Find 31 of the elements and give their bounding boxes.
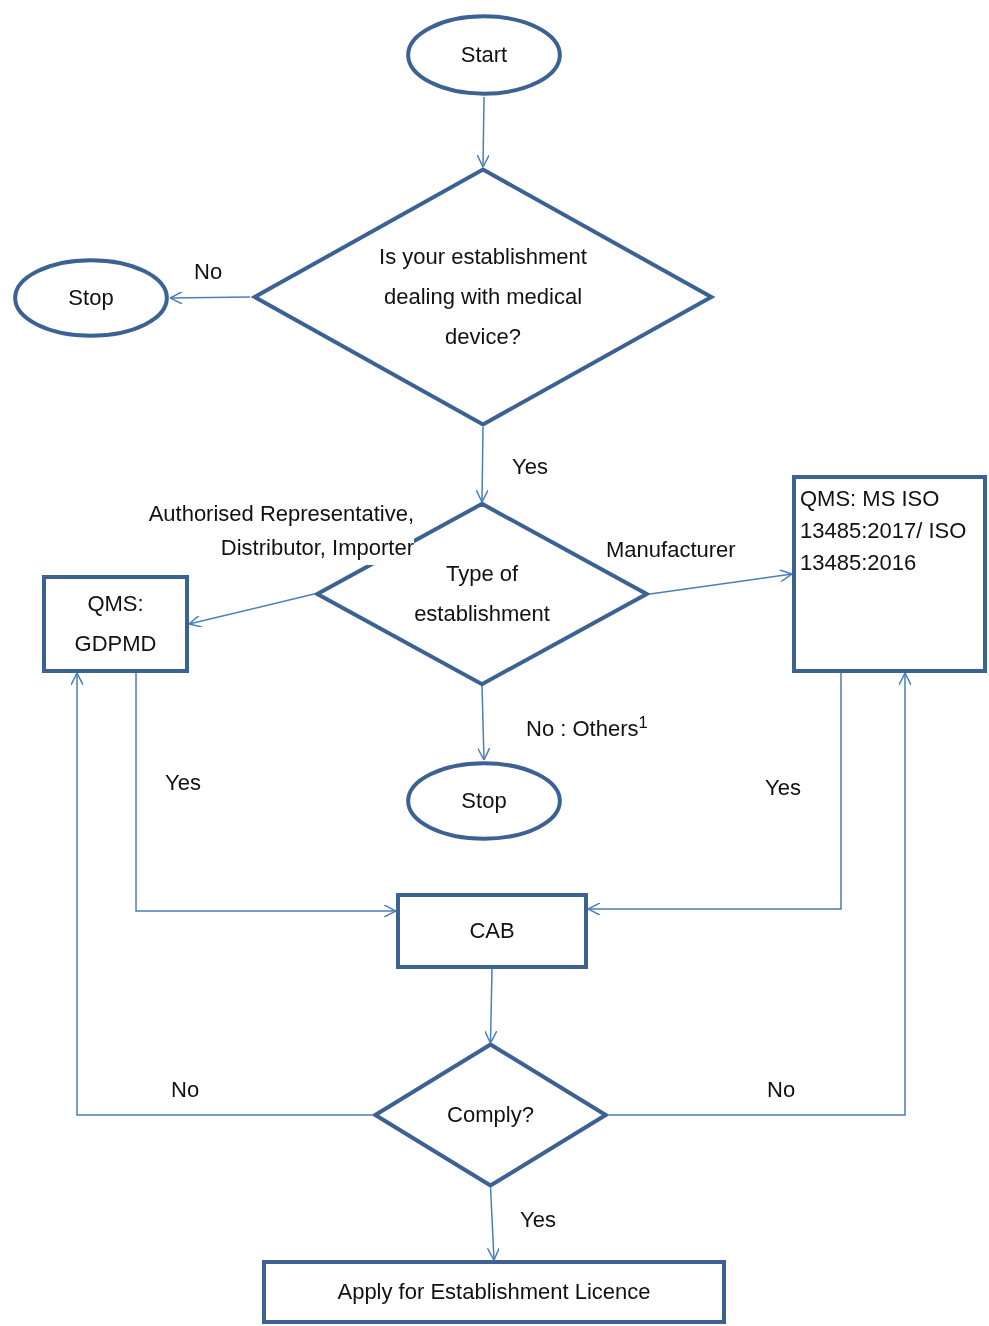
arrow bbox=[476, 685, 491, 761]
arrow bbox=[475, 426, 489, 503]
node-text: Stop bbox=[68, 284, 114, 312]
arrow bbox=[476, 96, 490, 168]
arrow bbox=[649, 569, 793, 595]
node-text: QMS: GDPMD bbox=[73, 590, 158, 658]
terminal-ellipse bbox=[405, 760, 563, 842]
arrow bbox=[70, 672, 374, 1116]
process-box bbox=[42, 575, 189, 673]
node-text: Comply? bbox=[446, 1101, 535, 1129]
terminal-ellipse bbox=[12, 257, 170, 339]
arrow bbox=[169, 291, 251, 305]
decision-diamond bbox=[373, 1043, 608, 1187]
terminal-ellipse bbox=[405, 13, 563, 97]
node-text: CAB bbox=[469, 917, 515, 945]
node-text: Apply for Establishment Licence bbox=[337, 1278, 651, 1306]
process-box bbox=[792, 475, 987, 673]
arrow bbox=[188, 593, 315, 628]
node-text: Is your establishment dealing with medical device? bbox=[378, 243, 588, 351]
decision-diamond bbox=[250, 167, 716, 427]
arrow bbox=[587, 672, 842, 916]
process-box bbox=[396, 893, 588, 969]
node-text: Stop bbox=[461, 787, 507, 815]
arrow bbox=[135, 672, 397, 918]
process-box bbox=[262, 1260, 726, 1324]
node-text: QMS: MS ISO 13485:2017/ ISO 13485:2016 bbox=[800, 485, 968, 577]
arrow bbox=[607, 672, 912, 1116]
arrow bbox=[484, 968, 498, 1044]
node-text: Start bbox=[460, 41, 508, 69]
arrow bbox=[486, 1186, 501, 1261]
node-text: Type of establishment bbox=[413, 560, 551, 628]
